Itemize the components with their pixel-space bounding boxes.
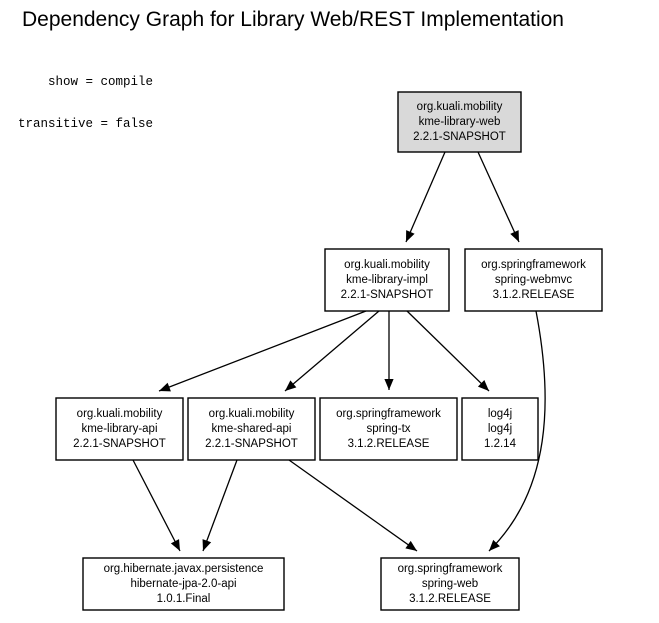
graph-edge xyxy=(406,310,490,392)
arrow-head-icon xyxy=(510,230,519,242)
graph-node-spring-web[interactable]: org.springframework spring-web 3.1.2.RELEA… xyxy=(380,557,520,611)
node-box[interactable] xyxy=(461,397,539,461)
node-version-label: 2.2.1-SNAPSHOT xyxy=(205,438,298,450)
node-box[interactable] xyxy=(324,248,450,312)
graph-node-kme-library-impl[interactable]: org.kuali.mobility kme-library-impl 2.2.1-… xyxy=(324,248,450,312)
node-group-label: org.kuali.mobility xyxy=(344,259,430,271)
node-group-label: org.springframework xyxy=(398,563,503,575)
graph-node-spring-webmvc[interactable]: org.springframework spring-webmvc 3.1.2.RE… xyxy=(464,248,603,312)
arrow-head-icon xyxy=(405,540,417,551)
node-box[interactable] xyxy=(319,397,458,461)
node-box[interactable] xyxy=(380,557,520,611)
node-version-label: 2.2.1-SNAPSHOT xyxy=(73,438,166,450)
node-version-label: 3.1.2.RELEASE xyxy=(493,289,575,301)
arrow-head-icon xyxy=(202,539,212,551)
graph-edge xyxy=(288,459,418,552)
graph-node-spring-tx[interactable]: org.springframework spring-tx 3.1.2.RELEAS… xyxy=(319,397,458,461)
arrow-head-icon xyxy=(170,539,180,551)
node-box[interactable] xyxy=(397,91,522,153)
node-artifact-label: kme-library-web xyxy=(419,116,501,128)
node-version-label: 3.1.2.RELEASE xyxy=(409,593,491,605)
node-artifact-label: kme-shared-api xyxy=(212,423,292,435)
node-artifact-label: log4j xyxy=(488,423,512,435)
node-version-label: 2.2.1-SNAPSHOT xyxy=(341,289,434,301)
node-box[interactable] xyxy=(55,397,184,461)
node-group-label: org.kuali.mobility xyxy=(77,408,163,420)
param-show: show = compile xyxy=(18,75,154,89)
graph-node-kme-library-web[interactable]: org.kuali.mobility kme-library-web 2.2.1-S… xyxy=(397,91,522,153)
graph-edge xyxy=(477,151,520,243)
node-box[interactable] xyxy=(187,397,316,461)
graph-node-log4j[interactable]: log4j log4j 1.2.14 xyxy=(461,397,539,461)
node-box[interactable] xyxy=(82,557,285,611)
node-artifact-label: spring-web xyxy=(422,578,478,590)
graph-node-kme-shared-api[interactable]: org.kuali.mobility kme-shared-api 2.2.1-SN… xyxy=(187,397,316,461)
arrow-head-icon xyxy=(406,230,415,242)
node-artifact-label: kme-library-api xyxy=(81,423,157,435)
graph-edge xyxy=(132,459,181,552)
graph-edge xyxy=(488,310,546,552)
node-version-label: 1.0.1.Final xyxy=(157,593,211,605)
graph-edge xyxy=(284,310,380,392)
param-transitive: transitive = false xyxy=(18,117,154,131)
graph-node-hibernate-jpa-2.0-api[interactable]: org.hibernate.javax.persistence hibernate… xyxy=(82,557,285,611)
arrow-head-icon xyxy=(285,380,297,391)
node-group-label: org.hibernate.javax.persistence xyxy=(104,563,264,575)
graph-edge xyxy=(202,459,238,552)
node-artifact-label: spring-webmvc xyxy=(495,274,573,286)
node-artifact-label: spring-tx xyxy=(366,423,410,435)
graph-edge xyxy=(158,310,367,392)
arrow-head-icon xyxy=(489,539,500,551)
page-title: Dependency Graph for Library Web/REST Im… xyxy=(22,8,564,31)
node-version-label: 2.2.1-SNAPSHOT xyxy=(413,131,506,143)
node-artifact-label: hibernate-jpa-2.0-api xyxy=(130,578,236,590)
node-group-label: org.kuali.mobility xyxy=(209,408,295,420)
graph-parameters: show = compile transitive = false xyxy=(18,47,153,159)
node-version-label: 3.1.2.RELEASE xyxy=(348,438,430,450)
node-group-label: org.springframework xyxy=(336,408,441,420)
graph-edge xyxy=(405,151,446,243)
graph-node-kme-library-api[interactable]: org.kuali.mobility kme-library-api 2.2.1-S… xyxy=(55,397,184,461)
node-version-label: 1.2.14 xyxy=(484,438,517,450)
nodes-layer: org.kuali.mobility kme-library-web 2.2.1-S… xyxy=(55,91,603,611)
arrow-head-icon xyxy=(477,380,489,391)
graph-edge xyxy=(384,311,394,390)
node-artifact-label: kme-library-impl xyxy=(346,274,428,286)
node-box[interactable] xyxy=(464,248,603,312)
node-group-label: org.springframework xyxy=(481,259,586,271)
node-group-label: log4j xyxy=(488,408,512,420)
node-group-label: org.kuali.mobility xyxy=(417,101,503,113)
arrow-head-icon xyxy=(384,379,394,390)
arrow-head-icon xyxy=(159,382,171,392)
edges-layer xyxy=(132,151,546,552)
